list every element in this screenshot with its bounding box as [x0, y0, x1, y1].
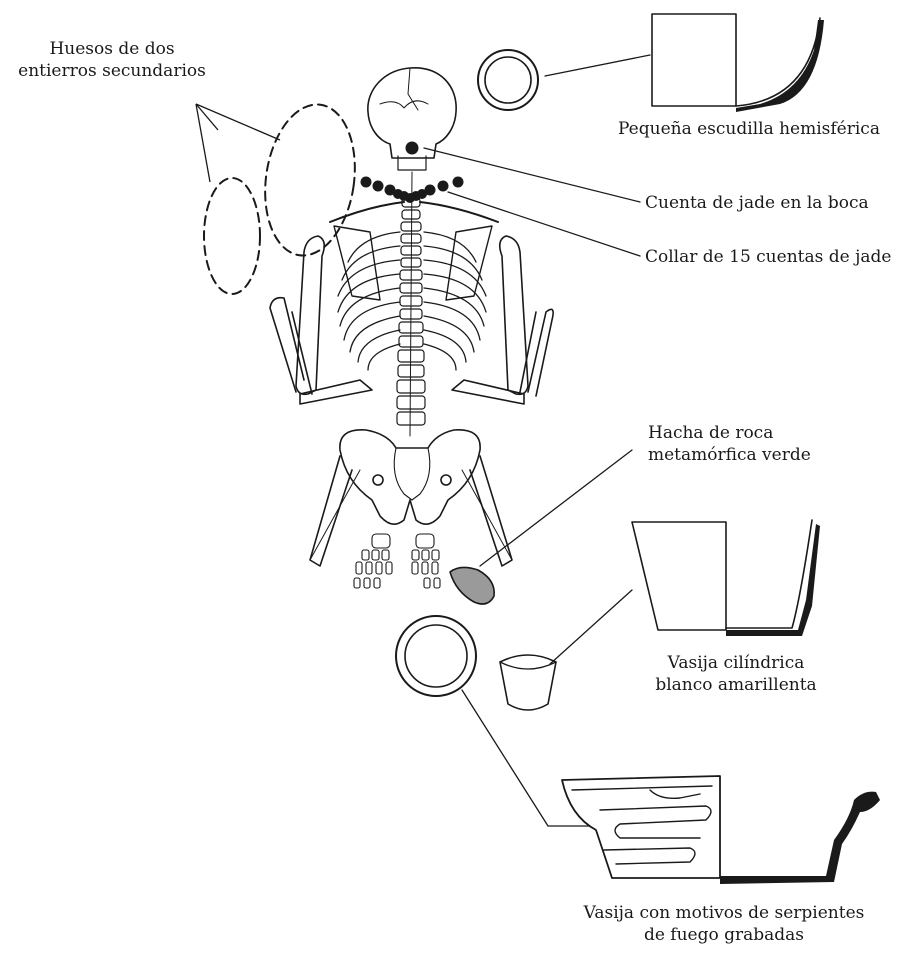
label-axe-line1: Hacha de roca: [648, 422, 811, 444]
label-serpent-vessel: Vasija con motivos de serpientes de fueg…: [554, 902, 894, 946]
label-axe-line2: metamórfica verde: [648, 444, 811, 466]
label-cylindrical-vessel: Vasija cilíndrica blanco amarillenta: [636, 652, 836, 696]
label-small-bowl: Pequeña escudilla hemisférica: [618, 118, 880, 140]
label-jade-necklace: Collar de 15 cuentas de jade: [645, 246, 891, 268]
label-cylindrical-vessel-line1: Vasija cilíndrica: [636, 652, 836, 674]
label-cylindrical-vessel-line2: blanco amarillenta: [636, 674, 836, 696]
label-serpent-vessel-line2: de fuego grabadas: [554, 924, 894, 946]
label-jade-bead-mouth: Cuenta de jade en la boca: [645, 192, 869, 214]
label-axe: Hacha de roca metamórfica verde: [648, 422, 811, 466]
label-serpent-vessel-line1: Vasija con motivos de serpientes: [554, 902, 894, 924]
